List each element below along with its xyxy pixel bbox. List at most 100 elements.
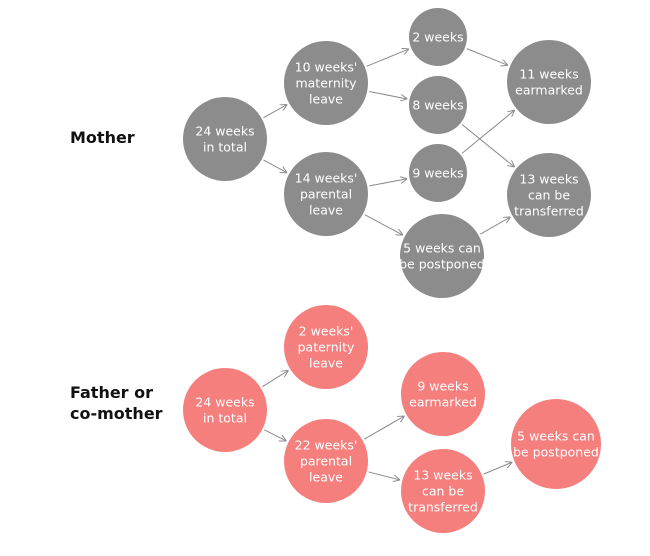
node-label-line: parental xyxy=(300,454,352,469)
node-label-line: in total xyxy=(203,411,247,426)
node-label-line: 2 weeks xyxy=(412,30,463,45)
node-label-line: can be xyxy=(422,484,464,499)
node-label-line: in total xyxy=(203,140,247,155)
node-label-line: 9 weeks xyxy=(412,166,463,181)
node-label-line: leave xyxy=(309,203,343,218)
node-label-line: maternity xyxy=(295,76,357,91)
node-label-line: 5 weeks can xyxy=(403,241,481,256)
node-circle xyxy=(409,76,467,134)
node-label-line: parental xyxy=(300,187,352,202)
node-label-line: transferred xyxy=(514,204,584,219)
node-circle xyxy=(507,40,591,124)
node-label: 8 weeks xyxy=(412,98,463,113)
arrow-m-total-to-m-maternity xyxy=(263,105,286,119)
edges-layer xyxy=(262,49,514,480)
arrow-m-maternity-to-m-2w xyxy=(366,49,409,67)
node-label-line: be postponed xyxy=(399,257,485,272)
group-label-line: Father or xyxy=(70,383,153,402)
node-label-line: can be xyxy=(528,188,570,203)
node-label-line: 13 weeks xyxy=(519,172,578,187)
node-m-2w: 2 weeks xyxy=(409,8,467,66)
arrow-m-parental-to-m-9w xyxy=(369,179,406,187)
node-circle xyxy=(183,368,267,452)
node-label-line: leave xyxy=(309,356,343,371)
node-label-line: leave xyxy=(309,470,343,485)
node-label-line: 11 weeks xyxy=(519,67,578,82)
node-label-line: 9 weeks xyxy=(417,379,468,394)
node-circle xyxy=(284,152,368,236)
arrow-m-maternity-to-m-8w xyxy=(369,90,406,98)
node-circle xyxy=(507,153,591,237)
node-circle xyxy=(409,8,467,66)
node-label-line: 2 weeks' xyxy=(299,324,354,339)
arrow-f-parental-to-f-13w xyxy=(368,471,400,480)
node-label-line: 5 weeks can xyxy=(517,429,595,444)
arrow-m-5w-to-m-13w xyxy=(479,217,510,235)
node-circle xyxy=(409,144,467,202)
node-label-line: paternity xyxy=(298,340,355,355)
arrow-f-13w-to-f-5w xyxy=(483,462,512,475)
arrow-m-total-to-m-parental xyxy=(263,159,287,172)
arrow-f-total-to-f-parental xyxy=(264,429,286,441)
node-label-line: 13 weeks xyxy=(413,468,472,483)
node-circle xyxy=(401,449,485,533)
node-label-line: be postponed xyxy=(513,445,599,460)
node-circle xyxy=(511,399,601,489)
node-circle xyxy=(284,305,368,389)
node-label-line: transferred xyxy=(408,500,478,515)
arrow-m-parental-to-m-5w xyxy=(364,214,403,235)
node-label-line: 10 weeks' xyxy=(295,60,358,75)
node-circle xyxy=(284,41,368,125)
node-label-line: 8 weeks xyxy=(412,98,463,113)
node-label-line: earmarked xyxy=(515,83,583,98)
node-circle xyxy=(183,97,267,181)
node-circle xyxy=(400,214,484,298)
node-circle xyxy=(401,352,485,436)
node-m-9w: 9 weeks xyxy=(409,144,467,202)
node-label-line: 22 weeks' xyxy=(295,438,358,453)
node-label-line: 14 weeks' xyxy=(295,171,358,186)
arrow-f-parental-to-f-9w xyxy=(363,416,404,440)
arrow-m-2w-to-m-11w xyxy=(466,48,508,65)
arrow-m-9w-to-m-11w xyxy=(461,111,514,154)
arrow-m-8w-to-m-13w xyxy=(461,124,514,167)
arrow-f-total-to-f-paternity xyxy=(262,371,287,388)
group-label: Father or co-mother xyxy=(70,383,163,423)
group-label-line: Mother xyxy=(70,128,135,147)
group-label-line: co-mother xyxy=(70,404,163,423)
node-m-8w: 8 weeks xyxy=(409,76,467,134)
node-label: 2 weeks xyxy=(412,30,463,45)
node-label-line: 24 weeks xyxy=(195,124,254,139)
group-label: Mother xyxy=(70,128,135,147)
node-label-line: 24 weeks xyxy=(195,395,254,410)
node-label-line: earmarked xyxy=(409,395,477,410)
node-label: 9 weeks xyxy=(412,166,463,181)
